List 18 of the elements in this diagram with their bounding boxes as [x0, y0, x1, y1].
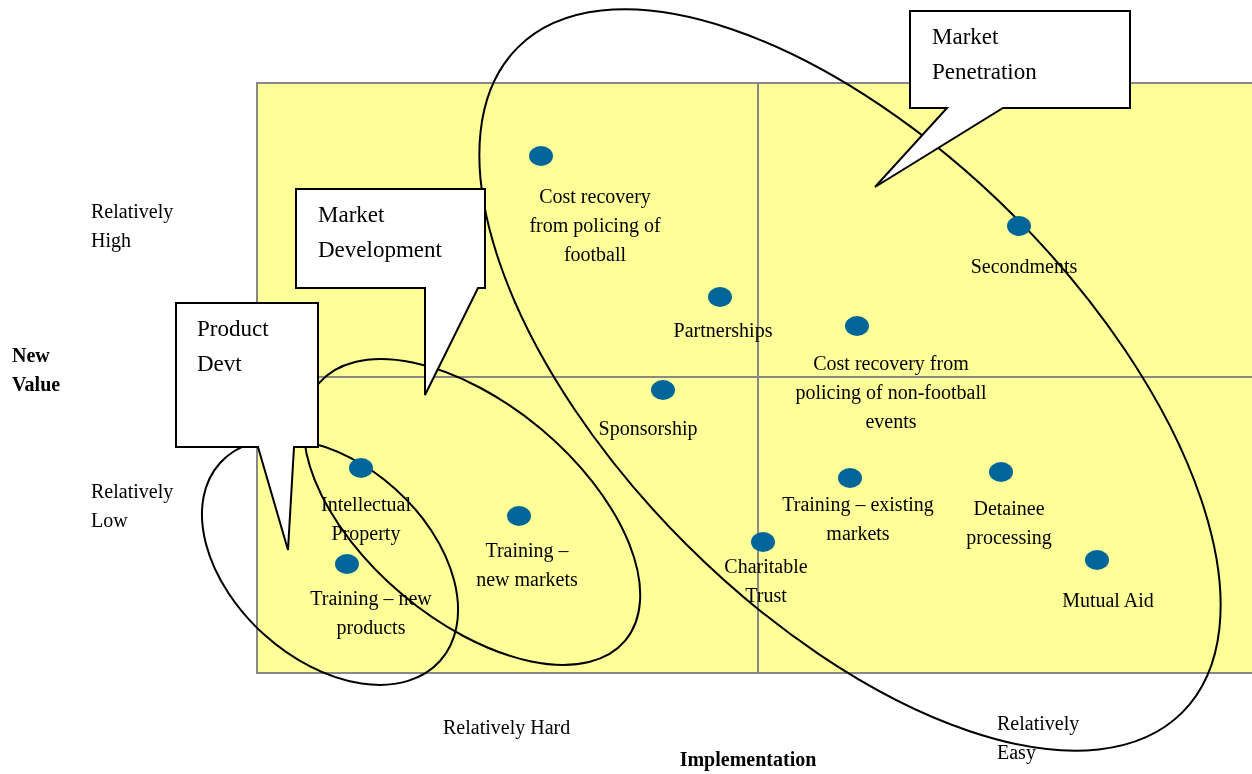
- item-label: Charitable Trust: [723, 554, 809, 608]
- callout-text: Product Devt: [197, 315, 270, 378]
- callout-text: Market Development: [318, 201, 443, 264]
- callout-text: Market Penetration: [932, 23, 1038, 86]
- item-label: Relatively High: [91, 199, 175, 254]
- item-label: Cost recovery from policing of football: [528, 184, 662, 267]
- item-label: Detainee processing: [965, 496, 1053, 551]
- item-label: Relatively Easy: [997, 711, 1081, 766]
- item-label: Mutual Aid: [1061, 588, 1155, 613]
- item-label: Cost recovery from policing of non-football events: [794, 351, 988, 434]
- item-label: Training – existing markets: [781, 492, 935, 546]
- axis-title: Implementation: [678, 747, 818, 773]
- item-label: Partnerships: [672, 318, 774, 344]
- item-label: Relatively Low: [91, 479, 175, 533]
- item-label: Relatively Hard: [443, 715, 572, 741]
- item-label: Sponsorship: [597, 416, 699, 442]
- item-label: Training – new markets: [475, 538, 579, 592]
- axis-title: New Value: [12, 343, 62, 397]
